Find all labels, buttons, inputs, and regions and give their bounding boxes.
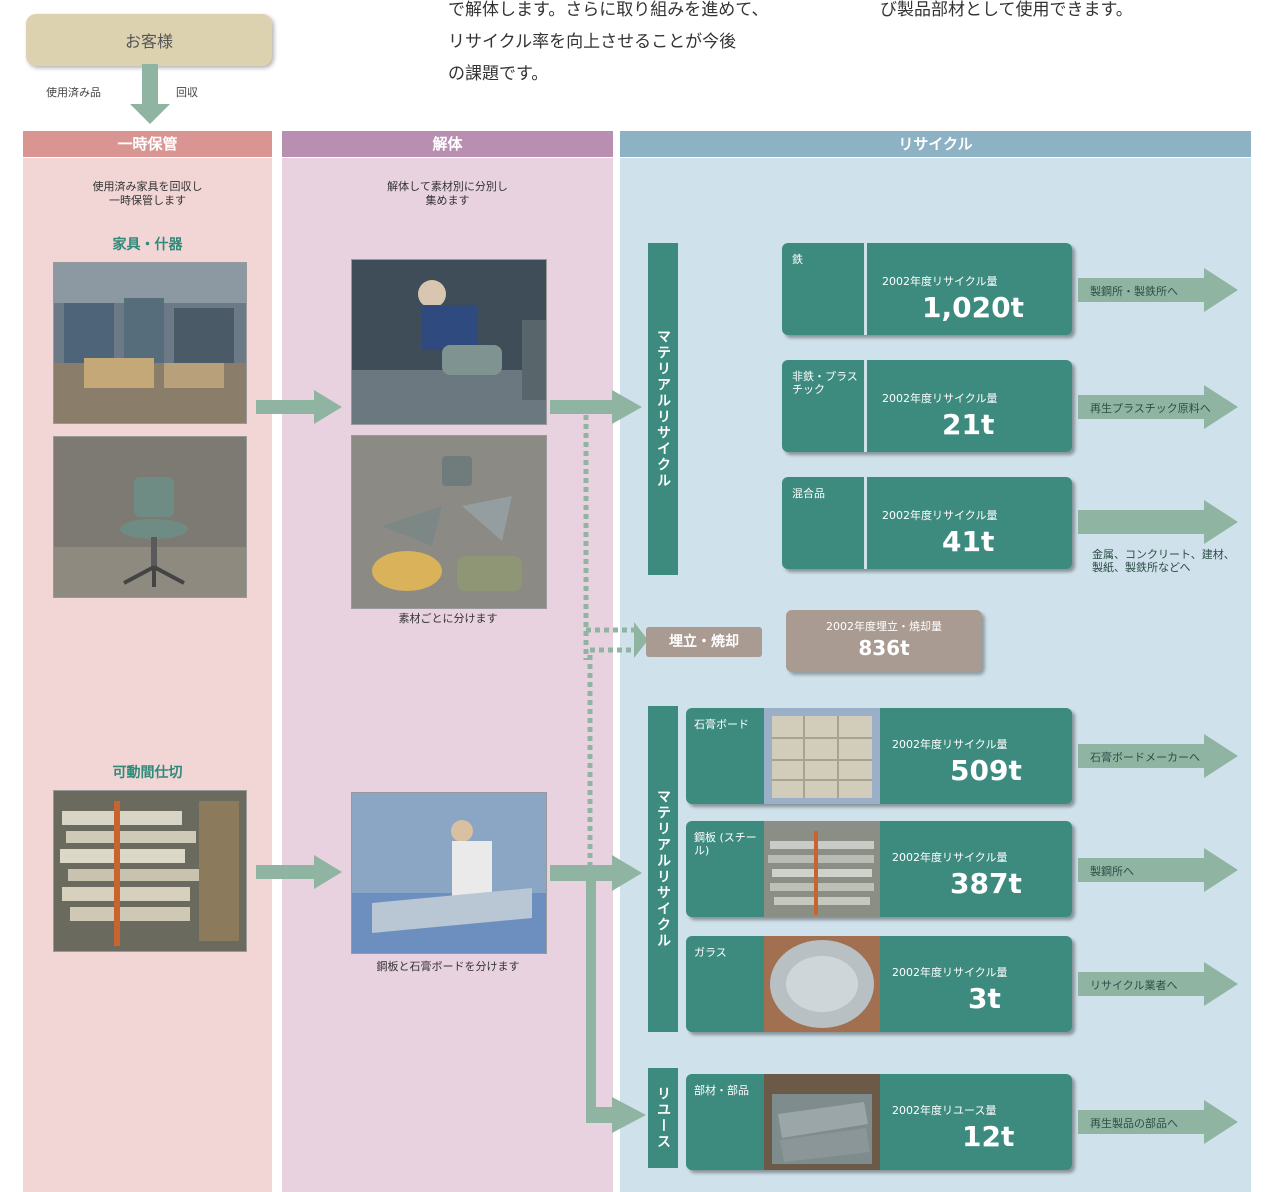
intro-line: リサイクル率を向上させることが今後 xyxy=(448,32,737,52)
customer-label: お客様 xyxy=(124,32,173,51)
furniture-warehouse-photo xyxy=(53,262,247,424)
partition-dest: 石膏ボードメーカーへ xyxy=(1090,751,1200,764)
dest-arrow-icon xyxy=(1078,848,1238,892)
steel-photo xyxy=(764,821,880,917)
material-box-mixed: 混合品 2002年度リサイクル量 41t xyxy=(782,477,1072,569)
collect-header: 一時保管 xyxy=(23,131,272,157)
dismantle-desc: 解体して素材別に分別し 集めます xyxy=(282,180,613,208)
flow-lines xyxy=(550,390,648,1133)
material-label: 混合品 xyxy=(792,487,825,500)
arrow-right-icon xyxy=(256,390,342,424)
collect-desc: 使用済み家具を回収し 一時保管します xyxy=(23,180,272,208)
dismantle-desc-line: 解体して素材別に分別し xyxy=(387,180,508,193)
material-label: 鉄 xyxy=(792,253,803,266)
partition-label: ガラス xyxy=(694,946,727,959)
material-box-iron: 鉄 2002年度リサイクル量 1,020t xyxy=(782,243,1072,335)
reuse-dest: 再生製品の部品へ xyxy=(1090,1117,1178,1130)
material-dest: 製鋼所・製鉄所へ xyxy=(1090,285,1178,298)
partition-sub: 2002年度リサイクル量 xyxy=(892,966,1008,979)
reuse-sub: 2002年度リユース量 xyxy=(892,1104,997,1117)
partition-label: 石膏ボード xyxy=(694,718,749,731)
collect-desc-line: 一時保管します xyxy=(109,194,186,207)
dest-arrow-icon xyxy=(1078,734,1238,778)
partition-sub: 2002年度リサイクル量 xyxy=(892,851,1008,864)
landfill-amount: 836t xyxy=(858,636,910,660)
dest-arrow-icon xyxy=(1078,962,1238,1006)
material-sub: 2002年度リサイクル量 xyxy=(882,392,998,405)
partition-dest: 製鋼所へ xyxy=(1090,865,1134,878)
intro-text-col2: び製品部材として使用できます。 xyxy=(880,0,1260,26)
partition-sub: 2002年度リサイクル量 xyxy=(892,738,1008,751)
worker-dismantling-partition-photo xyxy=(351,792,547,954)
intro-text-col1: で解体します。さらに取り組みを進めて、 リサイクル率を向上させることが今後 の課… xyxy=(448,0,848,90)
recycle-header: リサイクル xyxy=(620,131,1251,157)
material-recycle-bar-2: マテリアルリサイクル xyxy=(648,706,678,1032)
partition-amount: 3t xyxy=(968,982,1001,1015)
dest-arrow-icon xyxy=(1078,385,1238,429)
reuse-parts-photo xyxy=(764,1074,880,1170)
worker-dismantling-chair-photo xyxy=(351,259,547,425)
customer-left-note: 使用済み品 xyxy=(46,86,101,99)
partition-dest: リサイクル業者へ xyxy=(1090,979,1178,992)
down-arrow-icon xyxy=(130,64,170,124)
arrow-right-icon xyxy=(256,855,342,889)
material-box-nonferrous: 非鉄・プラスチック 2002年度リサイクル量 21t xyxy=(782,360,1072,452)
partition-stack-photo xyxy=(53,790,247,952)
material-label: 非鉄・プラスチック xyxy=(792,370,858,396)
partition-box-gypsum: 石膏ボード 2002年度リサイクル量 509t xyxy=(686,708,1072,804)
caption-chair-parts: 素材ごとに分けます xyxy=(398,612,498,625)
partition-box-glass: ガラス 2002年度リサイクル量 3t xyxy=(686,936,1072,1032)
reuse-bar: リユース xyxy=(648,1068,678,1168)
material-amount: 41t xyxy=(942,525,995,558)
partition-title: 可動間仕切 xyxy=(112,765,183,781)
material-sub: 2002年度リサイクル量 xyxy=(882,275,998,288)
material-dest: 再生プラスチック原料へ xyxy=(1090,402,1211,415)
material-recycle-bar-1: マテリアルリサイクル xyxy=(648,243,678,575)
landfill-sub: 2002年度埋立・焼却量 xyxy=(826,620,942,633)
office-chair-photo xyxy=(53,436,247,598)
intro-line: の課題です。 xyxy=(448,64,549,84)
partition-amount: 509t xyxy=(950,754,1022,787)
reuse-box: 部材・部品 2002年度リユース量 12t xyxy=(686,1074,1072,1170)
partition-label: 鋼板 (スチール) xyxy=(694,831,757,857)
material-amount: 21t xyxy=(942,408,995,441)
partition-amount: 387t xyxy=(950,867,1022,900)
partition-box-steel: 鋼板 (スチール) 2002年度リサイクル量 387t xyxy=(686,821,1072,917)
dest-arrow-icon xyxy=(1078,1100,1238,1144)
customer-right-note: 回収 xyxy=(176,86,198,99)
dest-arrow-icon xyxy=(1078,268,1238,312)
customer-box: お客様 xyxy=(26,14,272,66)
glass-photo xyxy=(764,936,880,1032)
gypsum-photo xyxy=(764,708,880,804)
dismantle-desc-line: 集めます xyxy=(425,194,470,207)
dest-arrow-icon xyxy=(1078,500,1238,544)
landfill-label: 埋立・焼却 xyxy=(646,627,762,657)
material-dest: 金属、コンクリート、建材、製紙、製鉄所などへ xyxy=(1092,548,1235,574)
intro-line: び製品部材として使用できます。 xyxy=(880,0,1133,20)
landfill-box: 2002年度埋立・焼却量 836t xyxy=(786,610,982,672)
caption-partition-parts: 鋼板と石膏ボードを分けます xyxy=(376,960,520,973)
furniture-title: 家具・什器 xyxy=(112,237,183,253)
reuse-label: 部材・部品 xyxy=(694,1084,749,1097)
intro-line: で解体します。さらに取り組みを進めて、 xyxy=(448,0,769,20)
reuse-amount: 12t xyxy=(962,1120,1015,1153)
material-amount: 1,020t xyxy=(922,291,1024,324)
collect-desc-line: 使用済み家具を回収し xyxy=(92,180,203,193)
sorted-chair-parts-photo xyxy=(351,435,547,609)
dismantle-header: 解体 xyxy=(282,131,613,157)
material-sub: 2002年度リサイクル量 xyxy=(882,509,998,522)
